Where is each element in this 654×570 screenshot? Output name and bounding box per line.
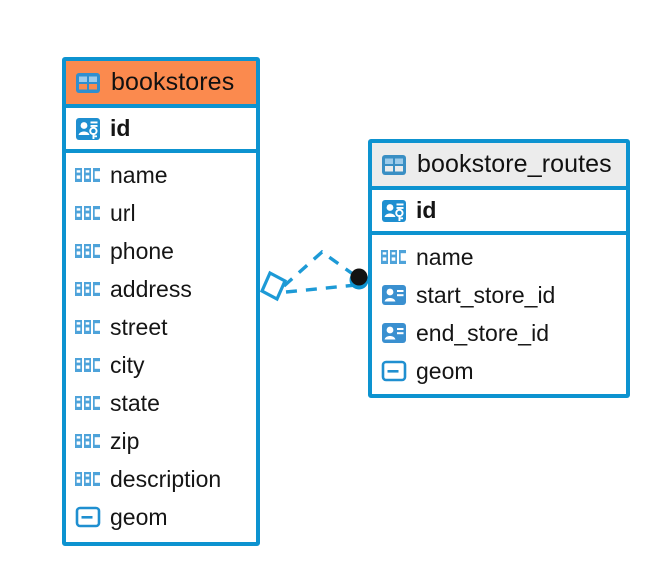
field-label: description bbox=[110, 465, 222, 492]
field-label: end_store_id bbox=[416, 319, 549, 346]
field-row-state[interactable]: state bbox=[66, 384, 256, 422]
abc-text-icon bbox=[75, 244, 100, 258]
entity-title: bookstore_routes bbox=[417, 150, 612, 178]
field-label: zip bbox=[110, 427, 140, 454]
abc-text-icon bbox=[75, 396, 100, 410]
table-grid-icon bbox=[382, 154, 406, 175]
entity-header-bookstore-routes[interactable]: bookstore_routes bbox=[372, 143, 626, 190]
foreign-key-icon bbox=[382, 323, 406, 343]
field-row-name[interactable]: name bbox=[372, 238, 626, 276]
abc-text-icon bbox=[75, 282, 100, 296]
primary-key-icon bbox=[76, 117, 100, 140]
field-row-zip[interactable]: zip bbox=[66, 422, 256, 460]
diamond-marker-icon bbox=[259, 270, 288, 302]
entity-fields-bookstore-routes: name start_store_id bbox=[372, 235, 626, 394]
field-row-geom[interactable]: geom bbox=[372, 352, 626, 390]
geometry-icon bbox=[75, 506, 101, 528]
field-label: start_store_id bbox=[416, 281, 556, 308]
entity-bookstore-routes[interactable]: bookstore_routes id bbox=[368, 139, 630, 398]
foreign-key-icon bbox=[382, 285, 406, 305]
field-label: state bbox=[110, 389, 160, 416]
entity-bookstores[interactable]: bookstores id bbox=[62, 57, 260, 546]
abc-text-icon bbox=[75, 434, 100, 448]
abc-text-icon bbox=[75, 472, 100, 486]
relationship-line-lower bbox=[285, 283, 357, 294]
field-row-start-store-id[interactable]: start_store_id bbox=[372, 276, 626, 314]
field-label: geom bbox=[110, 503, 168, 530]
relationship-line-upper bbox=[282, 249, 358, 288]
entity-title: bookstores bbox=[111, 68, 235, 96]
field-label: city bbox=[110, 351, 145, 378]
geometry-icon bbox=[381, 360, 407, 382]
field-label: id bbox=[110, 115, 131, 141]
field-label: name bbox=[110, 161, 168, 188]
field-row-end-store-id[interactable]: end_store_id bbox=[372, 314, 626, 352]
field-label: phone bbox=[110, 237, 174, 264]
field-label: address bbox=[110, 275, 192, 302]
entity-fields-bookstores: name url bbox=[66, 153, 256, 540]
field-label: street bbox=[110, 313, 168, 340]
abc-text-icon bbox=[381, 250, 406, 264]
field-row-id[interactable]: id bbox=[372, 190, 626, 235]
field-row-phone[interactable]: phone bbox=[66, 232, 256, 270]
field-row-address[interactable]: address bbox=[66, 270, 256, 308]
field-row-id[interactable]: id bbox=[66, 108, 256, 153]
abc-text-icon bbox=[75, 168, 100, 182]
circle-marker-icon bbox=[349, 268, 369, 290]
entity-header-bookstores[interactable]: bookstores bbox=[66, 61, 256, 108]
field-row-url[interactable]: url bbox=[66, 194, 256, 232]
field-row-geom[interactable]: geom bbox=[66, 498, 256, 536]
abc-text-icon bbox=[75, 320, 100, 334]
field-row-street[interactable]: street bbox=[66, 308, 256, 346]
field-row-city[interactable]: city bbox=[66, 346, 256, 384]
abc-text-icon bbox=[75, 358, 100, 372]
field-label: url bbox=[110, 199, 136, 226]
abc-text-icon bbox=[75, 206, 100, 220]
field-label: geom bbox=[416, 357, 474, 384]
field-row-name[interactable]: name bbox=[66, 156, 256, 194]
table-grid-icon bbox=[76, 72, 100, 93]
field-label: name bbox=[416, 243, 474, 270]
field-label: id bbox=[416, 197, 437, 223]
field-row-description[interactable]: description bbox=[66, 460, 256, 498]
primary-key-icon bbox=[382, 199, 406, 222]
